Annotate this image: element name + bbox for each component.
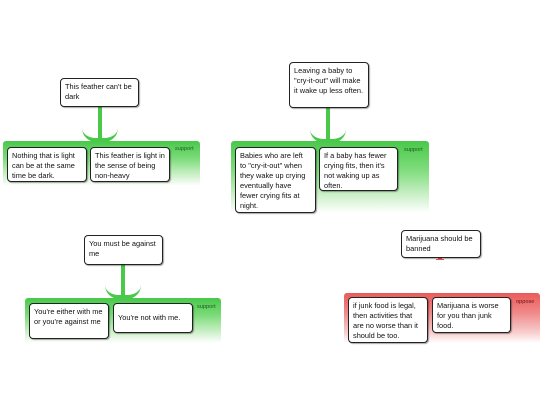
relation-tag: support (404, 147, 423, 153)
connector-stem (438, 257, 442, 260)
connector-stem (98, 106, 102, 141)
connector-stem (121, 264, 125, 299)
connector-curve (105, 285, 141, 299)
claim-box[interactable]: This feather can't be dark (60, 78, 139, 107)
premise-box[interactable]: If a baby has fewer crying fits, then it… (319, 147, 398, 191)
premise-box[interactable]: Nothing that is light can be at the same… (7, 147, 87, 182)
claim-box[interactable]: Marijuana should be banned (401, 230, 481, 258)
claim-box[interactable]: You must be against me (84, 235, 163, 265)
premise-box[interactable]: if junk food is legal, then activities t… (348, 297, 428, 343)
relation-tag: support (175, 146, 194, 152)
claim-box[interactable]: Leaving a baby to "cry-it-out" will make… (289, 62, 369, 108)
premise-box[interactable]: You're either with me or you're against … (29, 303, 109, 339)
relation-tag: oppose (516, 299, 535, 305)
premise-box[interactable]: This feather is light in the sense of be… (90, 147, 170, 182)
connector-line (436, 259, 444, 260)
premise-box[interactable]: You're not with me. (113, 303, 193, 333)
premise-box[interactable]: Babies who are left to "cry-it-out" when… (235, 147, 316, 213)
premise-box[interactable]: Marijuana is worse for you than junk foo… (432, 297, 511, 333)
connector-curve (82, 128, 118, 142)
connector-stem (326, 107, 330, 142)
relation-tag: support (197, 304, 216, 310)
